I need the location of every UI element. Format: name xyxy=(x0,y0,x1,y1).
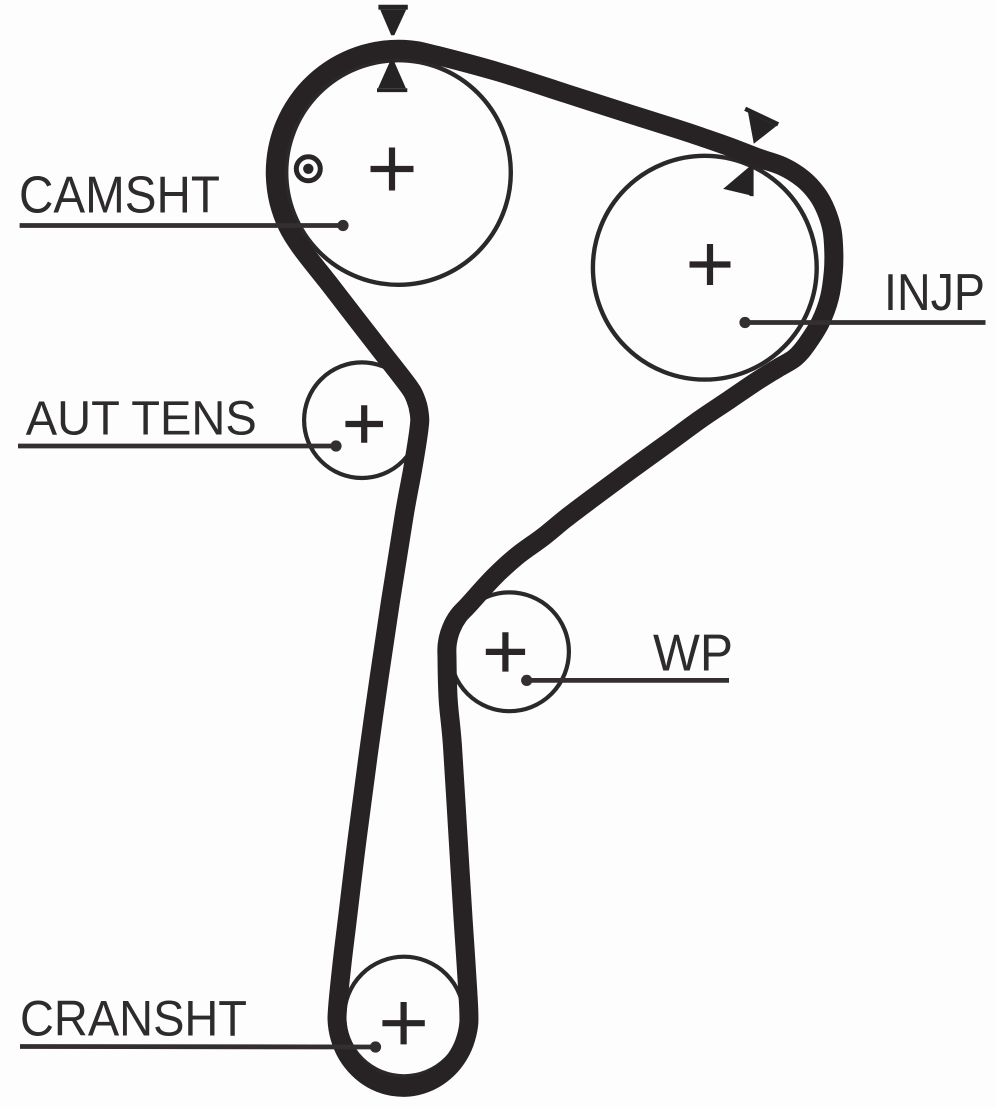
svg-text:CRANSHT: CRANSHT xyxy=(20,991,247,1047)
svg-text:AUT TENS: AUT TENS xyxy=(26,392,257,445)
svg-text:WP: WP xyxy=(653,624,733,682)
svg-text:INJP: INJP xyxy=(884,264,985,322)
svg-text:CAMSHT: CAMSHT xyxy=(19,166,220,224)
